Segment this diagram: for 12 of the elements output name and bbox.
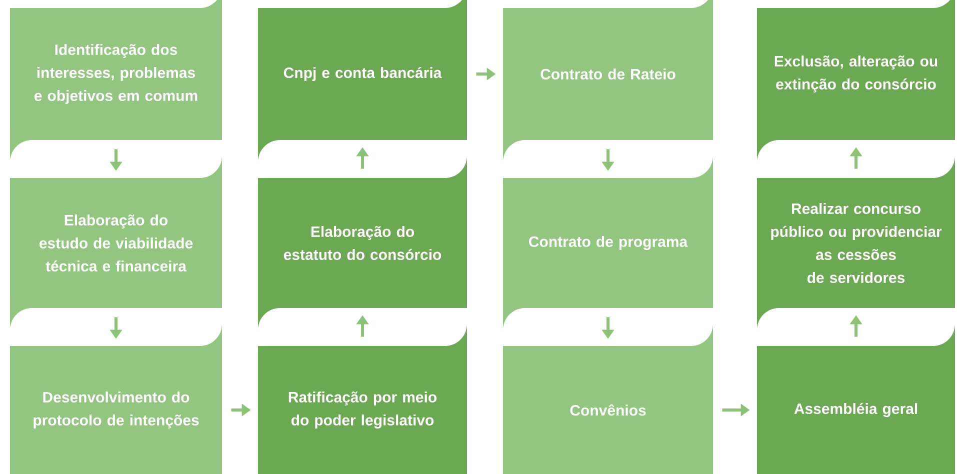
process-box: Convênios (503, 324, 713, 474)
process-box: Contrato de programa (503, 156, 713, 330)
process-box: Cnpj e conta bancária (258, 0, 467, 162)
process-box: Desenvolvimento do protocolo de intenções (10, 324, 222, 474)
process-box: Assembléia geral (757, 324, 956, 474)
process-box: Elaboração do estudo de viabilidade técnica e financeira (10, 156, 222, 330)
process-box: Exclusão, alteração ou extinção do consórcio (757, 0, 956, 162)
process-box: Elaboração do estatuto do consórcio (258, 156, 467, 330)
process-box: Contrato de Rateio (503, 0, 713, 162)
process-box: Identificação dos interesses, problemas e objetivos em comum (10, 0, 222, 162)
process-box: Realizar concurso público ou providenciar as cessões de servidores (757, 156, 956, 330)
process-box: Ratificação por meio do poder legislativo (258, 324, 467, 474)
